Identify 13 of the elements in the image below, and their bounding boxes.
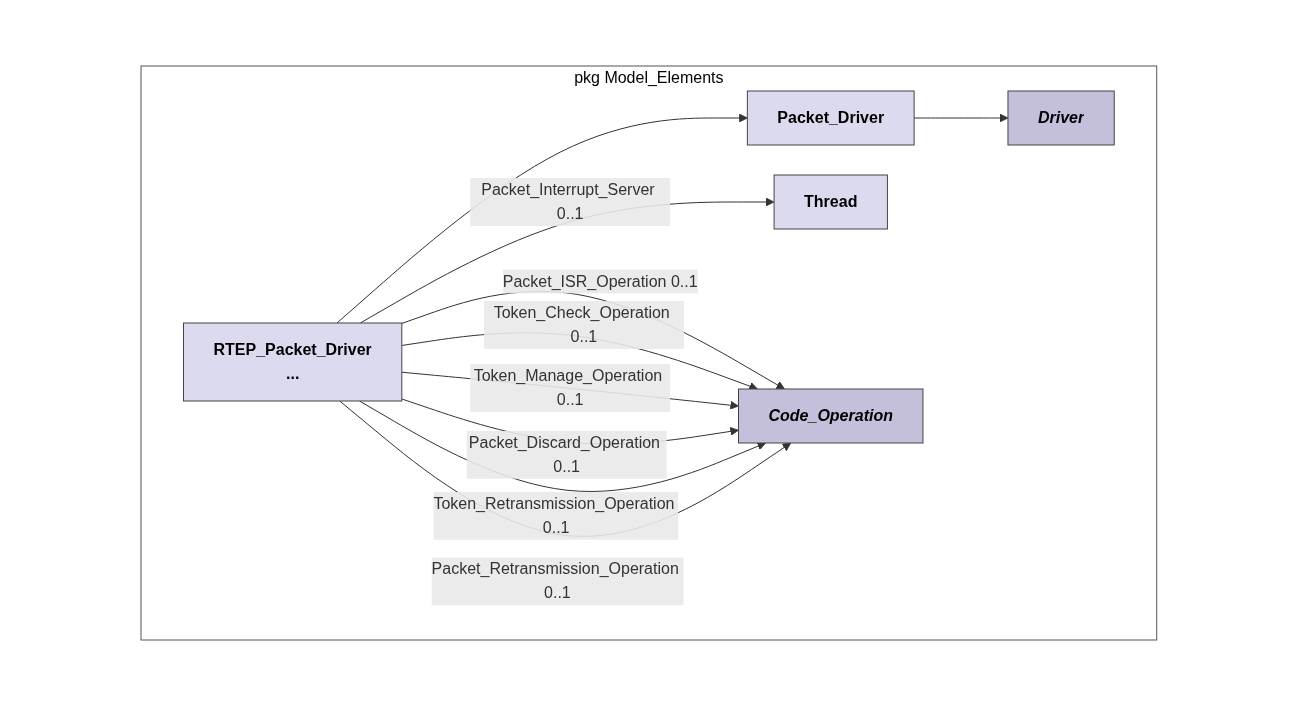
edge-label: Packet_Interrupt_Server 0..1: [481, 180, 655, 222]
node-box: Packet_Driver: [747, 90, 915, 145]
node-box: Code_Operation: [738, 388, 924, 443]
node-box: Driver: [1007, 90, 1115, 145]
node-box: RTEP_Packet_Driver ...: [183, 322, 403, 401]
arrow: [913, 113, 1009, 122]
edge-label: Packet_Discard_Operation 0..1: [468, 433, 661, 475]
edge-label: Token_Manage_Operation 0..1: [473, 366, 663, 408]
edge-label: Token_Retransmission_Operation 0..1: [433, 494, 675, 536]
edge-label: Packet_ISR_Operation 0..1: [502, 272, 698, 290]
edge-label: Token_Check_Operation 0..1: [493, 303, 670, 345]
edge-label: Packet_Retransmission_Operation 0..1: [431, 559, 679, 601]
node-box: Thread: [773, 174, 889, 229]
